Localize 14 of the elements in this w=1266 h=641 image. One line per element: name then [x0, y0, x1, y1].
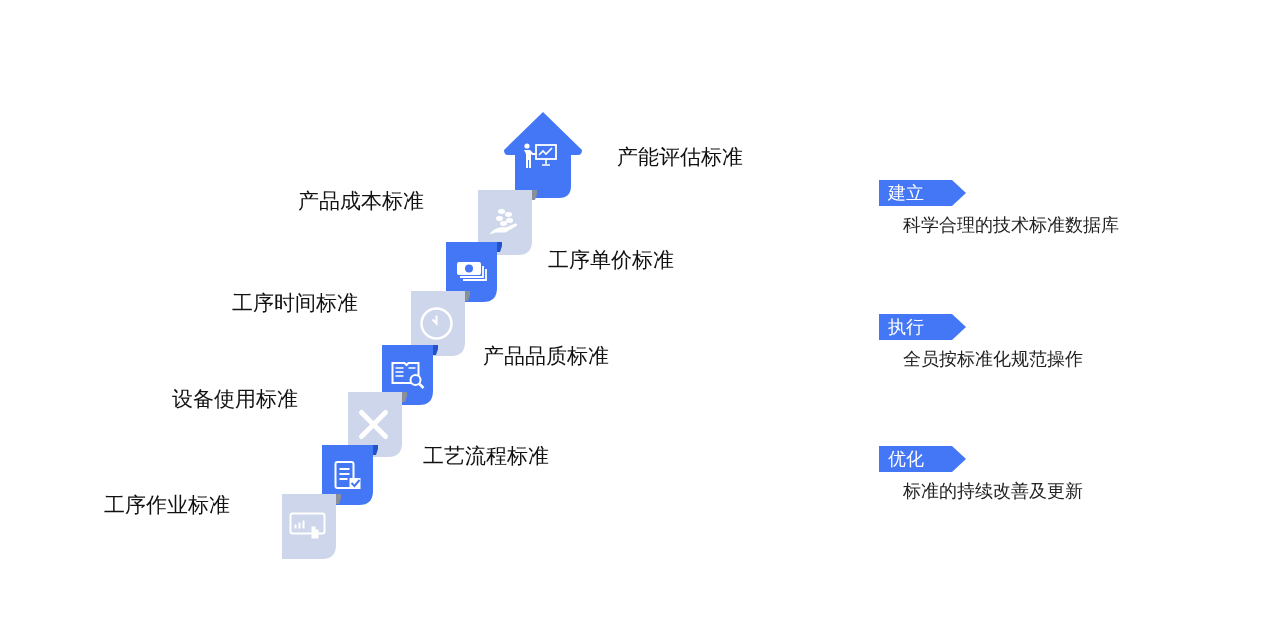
- step-label: 工序时间标准: [232, 291, 358, 315]
- tag-label: 建立: [888, 182, 924, 204]
- step-label: 产品品质标准: [483, 344, 609, 368]
- step-label: 工艺流程标准: [423, 444, 549, 468]
- tag-label: 执行: [888, 316, 924, 338]
- step-label: 产能评估标准: [617, 145, 743, 169]
- tag-label: 优化: [888, 448, 924, 470]
- description-text: 全员按标准化规范操作: [903, 348, 1083, 370]
- step-label: 工序作业标准: [104, 493, 230, 517]
- description-text: 科学合理的技术标准数据库: [903, 214, 1119, 236]
- step-label: 工序单价标准: [548, 248, 674, 272]
- description-text: 标准的持续改善及更新: [903, 480, 1083, 502]
- step-label: 产品成本标准: [298, 189, 424, 213]
- step-label: 设备使用标准: [172, 387, 298, 411]
